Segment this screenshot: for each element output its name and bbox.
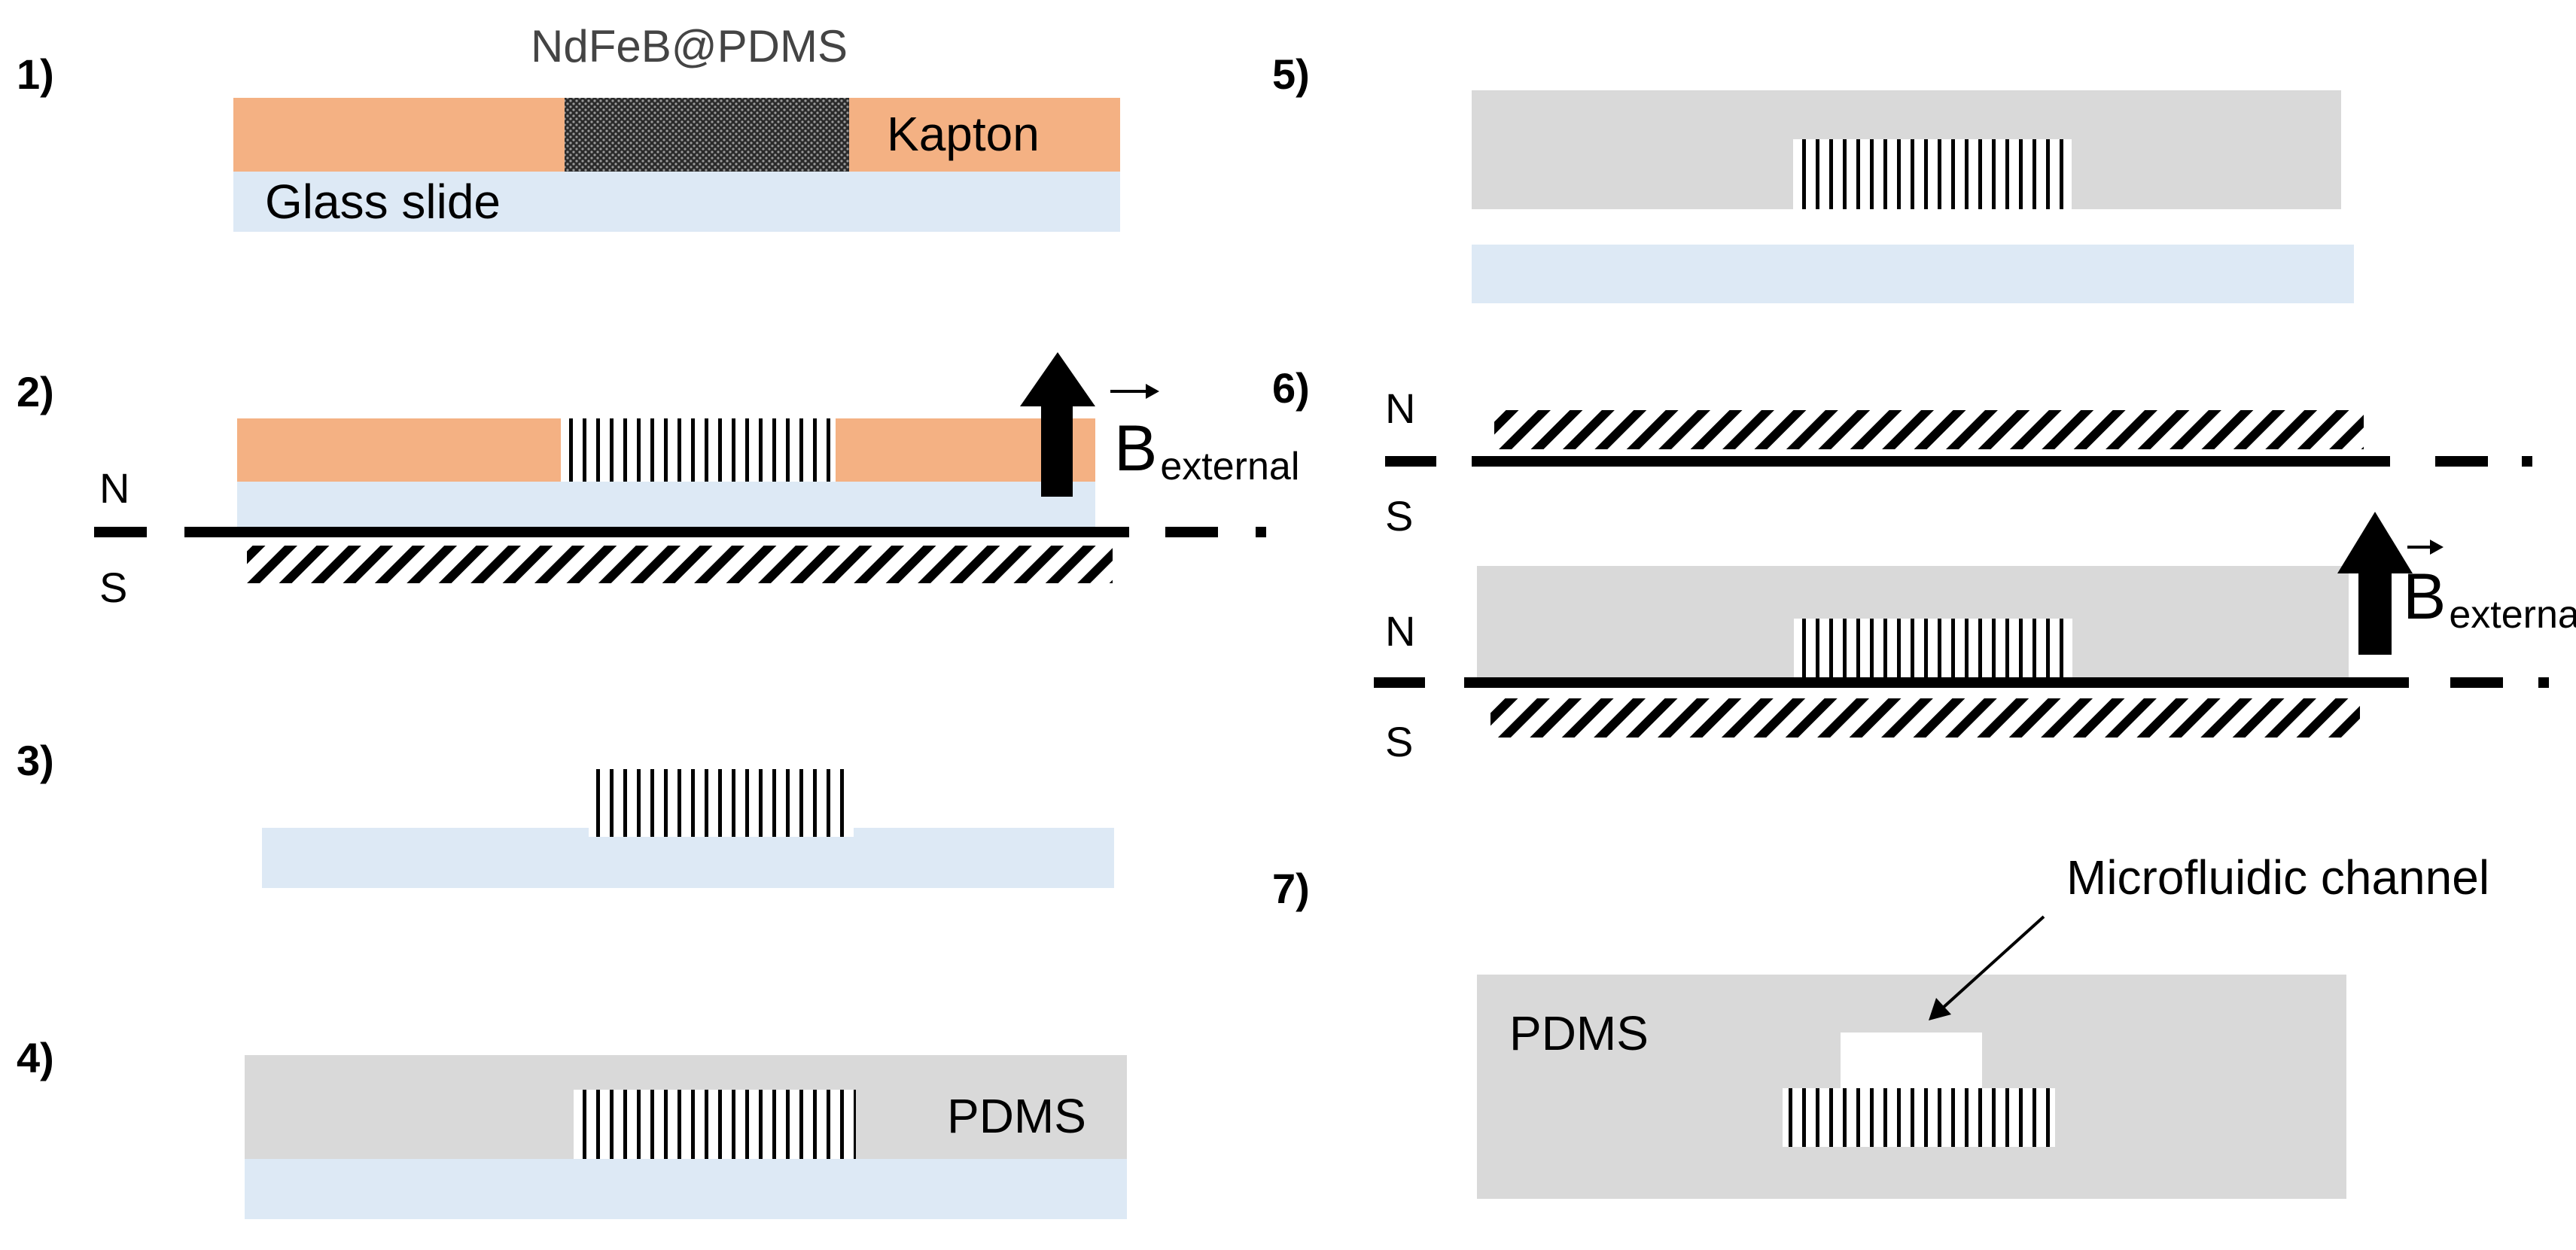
magnet-boundary-dash [1165, 527, 1218, 537]
magnet-boundary-dash [2538, 677, 2549, 688]
south-pole-label: S [1385, 718, 1413, 765]
magnetized-stripes [561, 418, 836, 482]
pointer-arrowhead-icon [1929, 998, 1951, 1020]
magnetized-stripes [1793, 139, 2072, 209]
vector-arrowhead-icon [2430, 540, 2444, 555]
magnet-boundary-line [184, 527, 1129, 537]
magnet-hatch [247, 546, 1113, 583]
field-arrow-icon [1020, 352, 1095, 497]
step-label-1: 1) [17, 50, 54, 98]
ndfeb-pdms-uncured-block [565, 98, 849, 172]
magnet-boundary-line [1472, 456, 2390, 467]
b-external-label: Bexternal [2403, 561, 2576, 637]
microfluidic-channel-label: Microfluidic channel [2066, 850, 2489, 905]
pdms-label: PDMS [947, 1089, 1086, 1143]
step-label-4: 4) [17, 1034, 54, 1081]
glass-slide-layer [237, 482, 1095, 528]
magnet-hatch [1494, 410, 2364, 449]
step-label-5: 5) [1272, 50, 1310, 98]
magnet-boundary-line [1374, 677, 1425, 688]
magnetized-stripes [589, 769, 854, 837]
glass-slide-layer [262, 828, 1114, 888]
north-pole-label: N [1385, 607, 1415, 655]
magnet-boundary-dash [2450, 677, 2503, 688]
north-pole-label: N [1385, 385, 1415, 432]
south-pole-label: S [1385, 492, 1413, 540]
glass-slide-layer [245, 1159, 1127, 1219]
south-pole-label: S [99, 564, 127, 611]
step-label-7: 7) [1272, 865, 1310, 912]
magnetized-stripes [574, 1090, 856, 1159]
magnet-boundary-line [1464, 677, 2409, 688]
kapton-label: Kapton [887, 107, 1040, 161]
magnetized-stripes [1794, 619, 2072, 679]
glass-slide-label: Glass slide [265, 175, 501, 229]
magnetized-stripes [1783, 1088, 2055, 1147]
north-pole-label: N [99, 464, 129, 512]
b-external-label: Bexternal [1114, 412, 1299, 488]
magnet-boundary-dash [2435, 456, 2488, 467]
magnet-boundary-line [94, 527, 147, 537]
step-label-2: 2) [17, 368, 54, 415]
glass-slide-layer [1472, 245, 2354, 303]
magnet-boundary-line [1385, 456, 1436, 467]
step-label-6: 6) [1272, 364, 1310, 412]
step-label-3: 3) [17, 737, 54, 784]
magnet-boundary-dash [1256, 527, 1266, 537]
microfluidic-channel [1841, 1033, 1982, 1088]
pdms-label: PDMS [1509, 1006, 1649, 1060]
magnet-hatch [1490, 698, 2360, 738]
magnet-boundary-dash [2522, 456, 2532, 467]
pointer-arrow-line [1941, 915, 2045, 1010]
ndfeb-pdms-label: NdFeB@PDMS [531, 21, 848, 71]
vector-arrowhead-icon [1146, 384, 1159, 399]
glass-slide-layer [233, 172, 1120, 232]
field-arrow-icon [2337, 512, 2413, 655]
